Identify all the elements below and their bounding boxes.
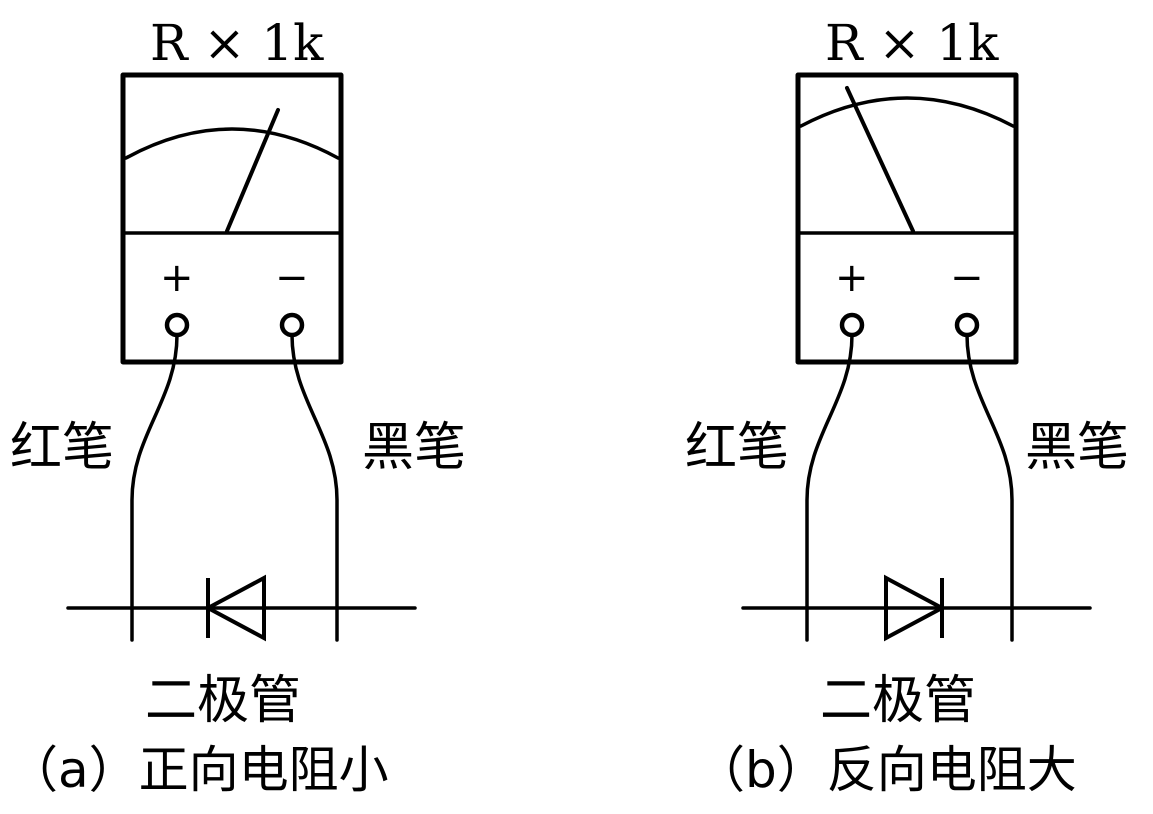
meter-scale-arc [124, 127, 340, 160]
black-probe-label: 黑笔 [362, 418, 467, 478]
plus-terminal [839, 312, 865, 338]
panel-a-forward: R × 1k + − 红笔 黑笔 二极管 （a）正向电阻小 [0, 0, 560, 814]
meter-needle [225, 108, 280, 233]
black-probe-label: 黑笔 [1025, 418, 1130, 478]
red-probe-label: 红笔 [10, 418, 115, 478]
meter-body [795, 72, 1019, 365]
plus-sign: + [835, 255, 869, 301]
red-probe-lead [805, 333, 854, 642]
red-probe-label: 红笔 [685, 418, 790, 478]
diode-symbol [203, 574, 266, 642]
minus-sign: − [275, 255, 309, 301]
panel-b-reverse: R × 1k + − 红笔 黑笔 二极管 （b）反向电阻大 [675, 0, 1153, 814]
diode-label: 二极管 [145, 671, 302, 731]
minus-terminal [954, 312, 980, 338]
black-probe-lead [965, 333, 1014, 642]
panel-caption: （b）反向电阻大 [695, 741, 1077, 799]
diode-triangle [884, 574, 947, 642]
panel-a-drawing [66, 72, 417, 642]
diode-label: 二极管 [820, 671, 977, 731]
plus-terminal [164, 312, 190, 338]
minus-sign: − [950, 255, 984, 301]
range-label: R × 1k [150, 14, 324, 72]
range-label: R × 1k [825, 14, 999, 72]
panel-b-drawing [741, 72, 1092, 642]
panel-caption: （a）正向电阻小 [8, 741, 389, 799]
meter-needle [845, 86, 915, 233]
black-probe-lead [290, 333, 339, 642]
plus-sign: + [160, 255, 194, 301]
meter-scale-arc [799, 96, 1015, 128]
diode-triangle [203, 574, 266, 642]
meter-body [120, 72, 344, 365]
diode-symbol [884, 574, 947, 642]
red-probe-lead [130, 333, 179, 642]
minus-terminal [279, 312, 305, 338]
